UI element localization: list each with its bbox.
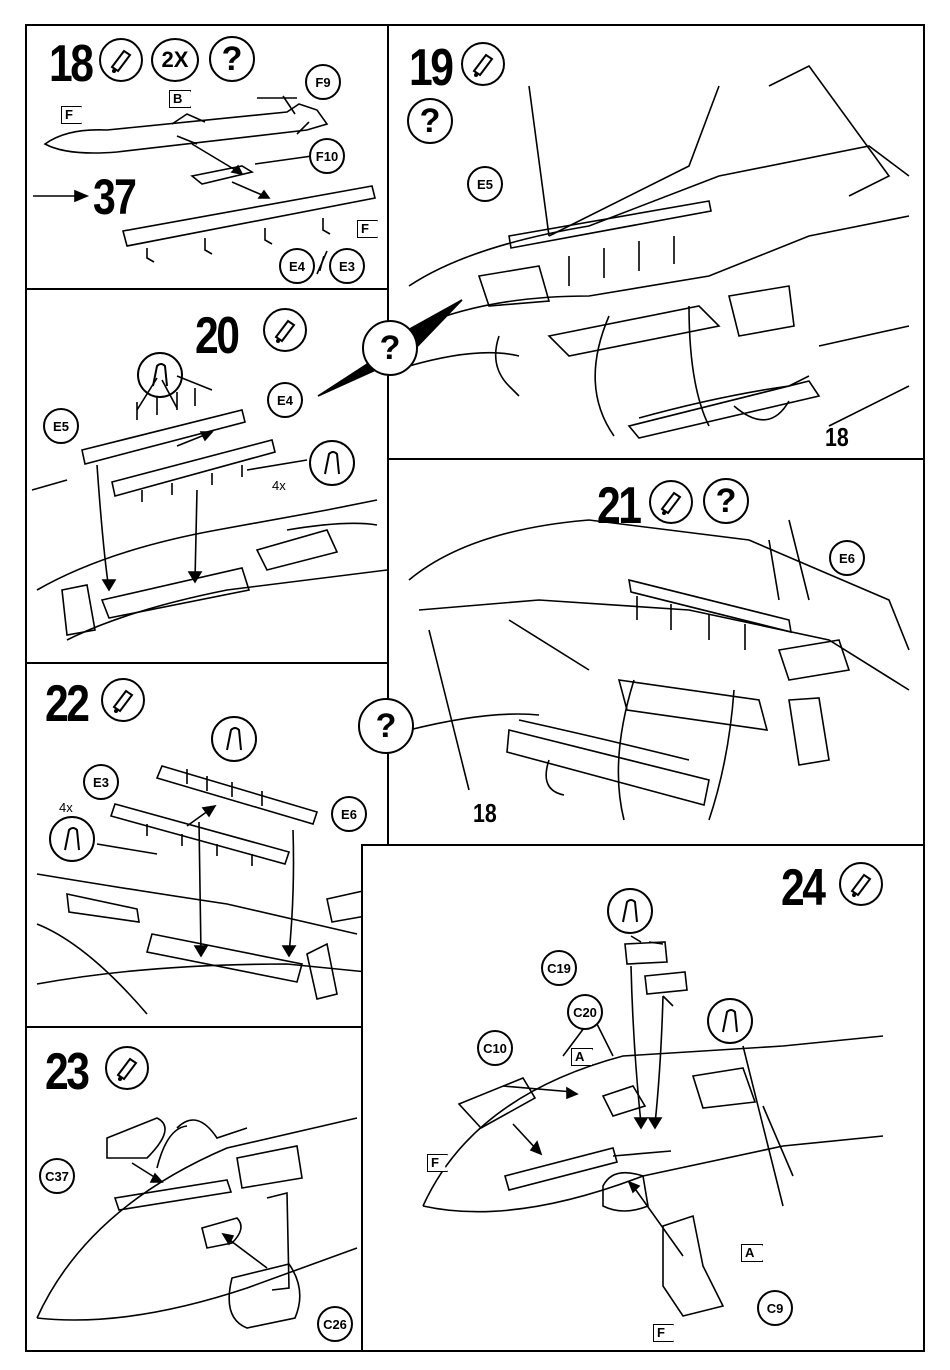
question-icon: ? — [362, 320, 418, 376]
pylon-assembly-drawing — [27, 664, 391, 1030]
reference-step-number: 18 — [825, 424, 849, 450]
reference-step-number: 18 — [473, 800, 497, 826]
quantity-note: 4x — [272, 478, 286, 493]
nose-section-drawing — [27, 1028, 365, 1354]
fuselage-pylon-drawing — [389, 460, 927, 848]
part-label-e5: E5 — [43, 408, 79, 444]
quantity-note: 4x — [59, 800, 73, 815]
label-separator: / — [319, 254, 325, 277]
part-label-c20: C20 — [567, 994, 603, 1030]
part-label-c9: C9 — [757, 1290, 793, 1326]
step-21-panel: 21 ? E6 18 — [387, 458, 925, 846]
part-label-c26: C26 — [317, 1306, 353, 1342]
part-label-f10: F10 — [309, 138, 345, 174]
part-label-e3: E3 — [83, 764, 119, 800]
canopy-assembly-drawing — [363, 846, 927, 1354]
question-icon: ? — [358, 698, 414, 754]
step-19-panel: 19 ? E5 18 — [387, 24, 925, 460]
step-23-panel: 23 C37 C26 — [25, 1026, 363, 1352]
reference-step-number: 37 — [93, 172, 135, 222]
part-label-c19: C19 — [541, 950, 577, 986]
part-label-e4: E4 — [267, 382, 303, 418]
step-18-panel: 18 2X ? 37 B F F F9 F10 E4 / E3 — [25, 24, 389, 290]
part-label-c10: C10 — [477, 1030, 513, 1066]
part-label-e6: E6 — [829, 540, 865, 576]
part-label-f9: F9 — [305, 64, 341, 100]
part-label-e3: E3 — [329, 248, 365, 284]
pylon-assembly-drawing — [27, 290, 391, 666]
step-22-panel: 22 E3 E6 4x — [25, 662, 389, 1028]
fuselage-pylon-drawing — [389, 26, 927, 462]
part-label-e4: E4 — [279, 248, 315, 284]
part-label-c37: C37 — [39, 1158, 75, 1194]
step-24-panel: 24 C19 C20 C10 C9 A A F F — [361, 844, 925, 1352]
part-label-e5: E5 — [467, 166, 503, 202]
step-20-panel: 20 E5 E4 4x — [25, 288, 389, 664]
part-label-e6: E6 — [331, 796, 367, 832]
